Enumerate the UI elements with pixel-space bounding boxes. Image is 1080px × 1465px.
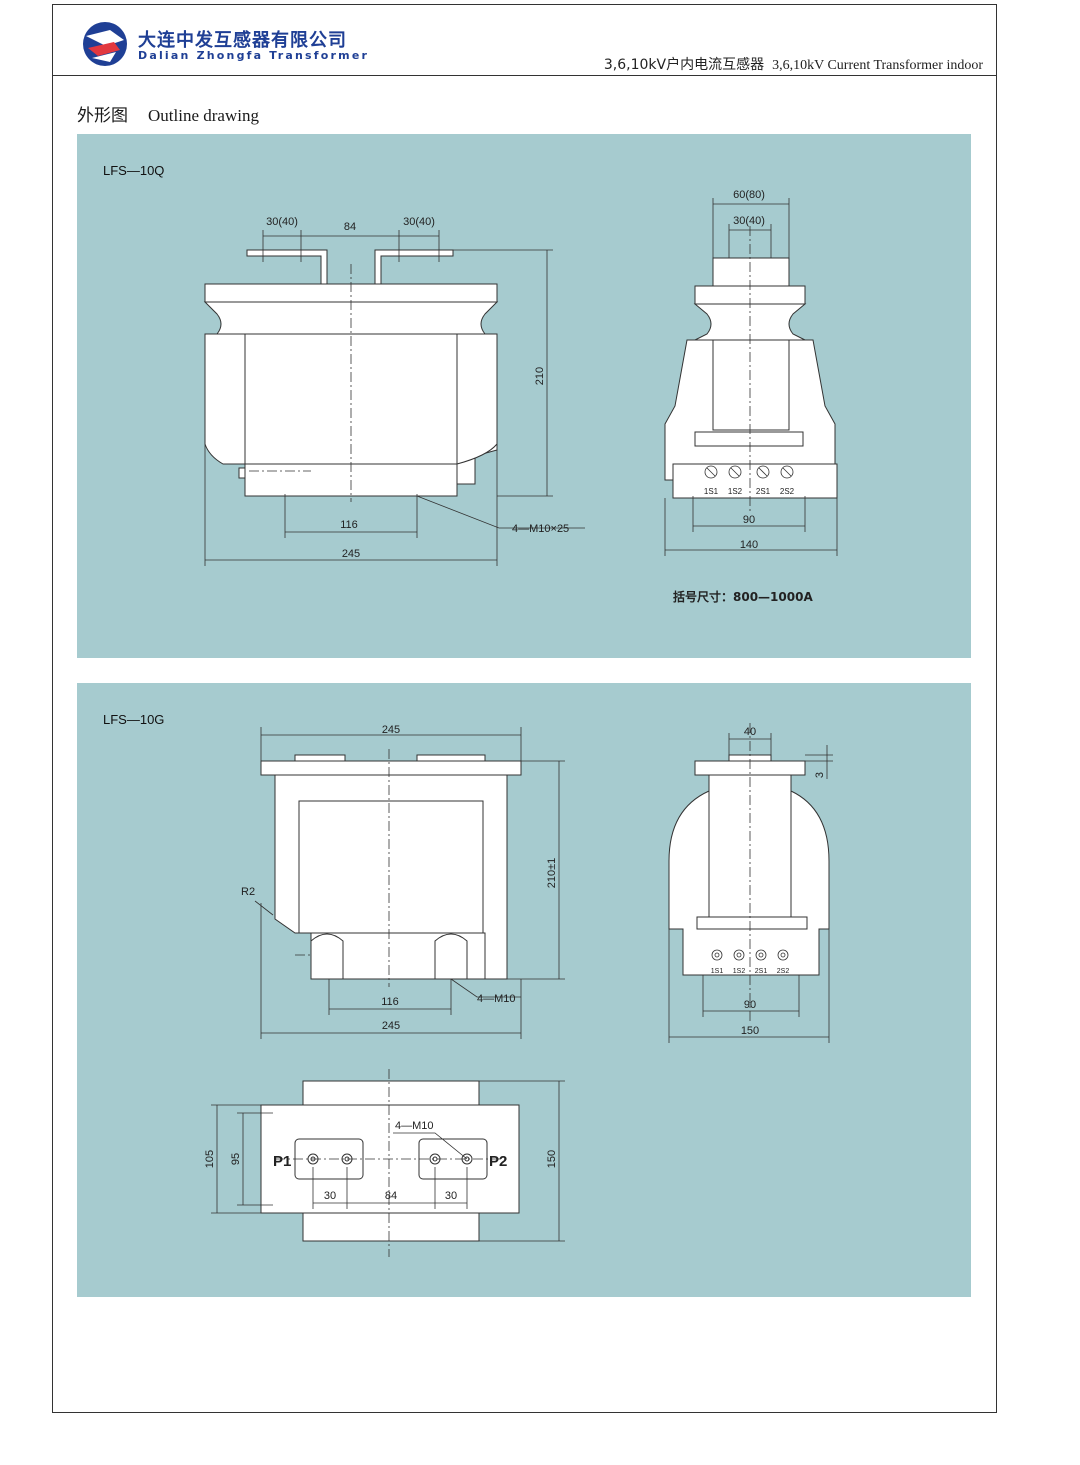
terminal-g-2s2: 2S2	[777, 968, 790, 975]
side-band	[694, 431, 804, 447]
model-label-lfs-10q: LFS—10Q	[103, 163, 165, 178]
dim-bottom-inner: 116	[340, 519, 358, 531]
terminal-1s1: 1S1	[704, 487, 719, 496]
side-core	[712, 339, 790, 431]
dim-bottom-inner-g: 116	[381, 996, 399, 1008]
label-p1: P1	[273, 1153, 291, 1170]
document-title: 3,6,10kV户内电流互感器 3,6,10kV Current Transfor…	[604, 54, 983, 74]
terminal-labels-lfs-10q: 1S1 1S2 2S1 2S2	[704, 487, 795, 496]
body-left-shoulder	[204, 333, 246, 465]
foot-left	[310, 933, 344, 980]
panel-lfs-10q: LFS—10Q	[77, 134, 971, 658]
terminal-g-2s1: 2S1	[755, 968, 768, 975]
dims-front-lfs-10q	[204, 230, 585, 566]
dim-labels-side-lfs-10g: 40 3 90 150	[741, 726, 826, 1037]
panel-lfs-10g: LFS—10G	[77, 683, 971, 1297]
document-title-cn: 3,6,10kV户内电流互感器	[603, 57, 765, 73]
dim-bottom-total-g: 245	[382, 1020, 400, 1032]
dim-plan-right-pad: 30	[445, 1190, 457, 1202]
busbar-left	[246, 249, 328, 285]
bolt-label-plan: 4—M10	[395, 1120, 434, 1132]
dim-plan-mid: 84	[385, 1190, 397, 1202]
dim-height-g: 210±1	[546, 858, 558, 889]
window-g	[298, 800, 484, 934]
ground-screw	[238, 467, 246, 479]
label-p2: P2	[489, 1153, 507, 1170]
dim-plan-left-pad: 30	[324, 1190, 336, 1202]
pad-right	[416, 754, 486, 762]
dim-plan-left-inner: 95	[230, 1153, 242, 1165]
busbar-right	[374, 249, 454, 285]
dim-side-base-g: 150	[741, 1025, 759, 1037]
side-top-bar	[712, 257, 790, 287]
side-band-g	[696, 916, 808, 930]
company-name-cn: 大连中发互感器有限公司	[138, 30, 347, 51]
side-terminal-block	[672, 463, 838, 499]
bracket-note: 括号尺寸：800—1000A	[673, 589, 813, 604]
model-label-lfs-10g: LFS—10G	[103, 712, 165, 727]
dim-side-top-outer: 60(80)	[733, 189, 765, 201]
dim-top-mid: 84	[344, 221, 356, 233]
body-right-shoulder	[456, 333, 498, 465]
section-title-en: Outline drawing	[148, 106, 259, 125]
terminal-2s1: 2S1	[756, 487, 771, 496]
section-title-cn: 外形图	[77, 106, 128, 126]
terminal-g-1s2: 1S2	[733, 968, 746, 975]
terminal-g-1s1: 1S1	[711, 968, 724, 975]
dim-plan-left-outer: 105	[204, 1150, 216, 1168]
terminal-labels-lfs-10g: 1S1 1S2 2S1 2S2	[711, 968, 790, 975]
dim-top-left: 30(40)	[266, 216, 298, 228]
top-flange-g	[260, 760, 522, 776]
plan-view-lfs-10g	[260, 1080, 520, 1242]
dim-terminal-span: 90	[743, 514, 755, 526]
dims-plan-lfs-10g	[211, 1080, 565, 1242]
bolt-label: 4—M10×25	[512, 523, 569, 535]
dim-labels-front-lfs-10q: 30(40) 84 30(40) 210 116 245 4—M10×25	[266, 216, 569, 560]
dim-side-small-g: 3	[814, 772, 826, 778]
document-title-en: 3,6,10kV Current Transformer indoor	[772, 58, 983, 73]
bolt-label-g: 4—M10	[477, 993, 516, 1005]
terminal-1s2: 1S2	[728, 487, 743, 496]
terminal-screws-lfs-10g	[711, 949, 789, 961]
company-name-en: Dalian Zhongfa Transformer	[138, 49, 370, 62]
dims-front-lfs-10g	[254, 727, 565, 1039]
terminal-2s2: 2S2	[780, 487, 795, 496]
front-view-lfs-10q	[203, 249, 499, 497]
dim-side-top-inner: 30(40)	[733, 215, 765, 227]
outline-drawing-lfs-10q: 30(40) 84 30(40) 210 116 245 4—M10×25 1S…	[203, 189, 838, 604]
outline-drawing-lfs-10g: 245 210±1 R2 116 4—M10 245 1S1 1S2 2S1 2…	[204, 723, 833, 1257]
dims-side-lfs-10q	[664, 198, 838, 556]
pad-left	[294, 754, 346, 762]
dim-labels-front-lfs-10g: 245 210±1 R2 116 4—M10 245	[241, 724, 558, 1032]
header-rule	[52, 75, 997, 76]
page-frame	[52, 4, 997, 1413]
front-view-lfs-10g	[260, 754, 522, 980]
dims-side-lfs-10g	[668, 733, 833, 1043]
dim-side-top-g: 40	[744, 726, 756, 738]
dim-side-base: 140	[740, 539, 758, 551]
terminal-screws-lfs-10q	[704, 465, 794, 479]
company-logo	[83, 22, 127, 66]
radius-label: R2	[241, 886, 255, 898]
dim-bottom-total: 245	[342, 548, 360, 560]
dim-top-g: 245	[382, 724, 400, 736]
dim-labels-plan-lfs-10g: 105 95 30 84 30 4—M10 150	[204, 1120, 558, 1202]
side-view-lfs-10g	[668, 754, 830, 976]
dim-top-right: 30(40)	[403, 216, 435, 228]
foot-right	[434, 933, 468, 980]
dim-terminal-span-g: 90	[744, 999, 756, 1011]
side-view-lfs-10q	[664, 257, 838, 499]
dim-labels-side-lfs-10q: 60(80) 30(40) 90 140	[733, 189, 765, 551]
dim-plan-right: 150	[546, 1150, 558, 1168]
dim-height: 210	[534, 367, 546, 385]
section-title: 外形图 Outline drawing	[77, 101, 259, 126]
